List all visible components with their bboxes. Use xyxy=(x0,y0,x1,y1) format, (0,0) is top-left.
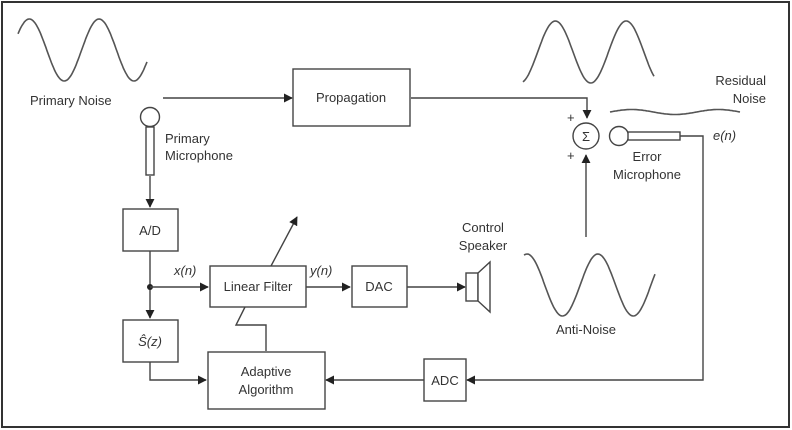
error-mic-label-1: Error xyxy=(633,149,663,164)
adaptation-arrow xyxy=(270,216,298,267)
adaptive-algorithm-block: Adaptive Algorithm xyxy=(207,351,326,410)
primary-noise-wave xyxy=(17,18,148,82)
algorithm-to-filter-line xyxy=(234,306,267,351)
control-speaker-icon xyxy=(465,260,491,314)
adaptive-label-1: Adaptive xyxy=(241,364,292,379)
linear-filter-block: Linear Filter xyxy=(209,265,307,308)
dac-label: DAC xyxy=(365,279,392,294)
dac-block: DAC xyxy=(351,265,408,308)
anti-noise-label: Anti-Noise xyxy=(556,322,616,337)
sz-to-algorithm-arrow xyxy=(149,362,207,385)
adc-block: ADC xyxy=(423,358,467,402)
propagation-block: Propagation xyxy=(292,68,411,127)
plus-top: + xyxy=(567,110,575,125)
residual-noise-wave xyxy=(609,108,741,116)
primary-mic-label-2: Microphone xyxy=(165,148,233,163)
en-label: e(n) xyxy=(713,128,736,143)
linear-filter-label: Linear Filter xyxy=(224,279,293,294)
propagated-noise-wave xyxy=(522,20,655,84)
error-mic-label-2: Microphone xyxy=(613,167,681,182)
xn-label: x(n) xyxy=(173,263,196,278)
yn-label: y(n) xyxy=(309,263,332,278)
secondary-path-estimate-block: Ŝ(z) xyxy=(122,319,179,363)
control-speaker-label-2: Speaker xyxy=(459,238,508,253)
residual-noise-label-2: Noise xyxy=(733,91,766,106)
error-to-adc-arrow xyxy=(466,135,704,385)
primary-mic-label-1: Primary xyxy=(165,131,210,146)
primary-noise-label: Primary Noise xyxy=(30,93,112,108)
residual-noise-label-1: Residual xyxy=(715,73,766,88)
ad-block: A/D xyxy=(122,208,179,252)
sigma-symbol: Σ xyxy=(582,129,590,144)
control-speaker-label-1: Control xyxy=(462,220,504,235)
sz-label: Ŝ(z) xyxy=(138,334,162,349)
propagation-to-sum-arrow xyxy=(411,97,592,119)
primary-microphone-icon xyxy=(139,106,161,176)
adaptive-label-2: Algorithm xyxy=(239,382,294,397)
plus-bottom: + xyxy=(567,148,575,163)
summing-junction: Σ xyxy=(572,122,600,150)
propagation-label: Propagation xyxy=(316,90,386,105)
error-microphone-icon xyxy=(608,125,681,147)
ad-label: A/D xyxy=(139,223,161,238)
anti-noise-wave xyxy=(523,253,656,317)
adc-label: ADC xyxy=(431,373,458,388)
